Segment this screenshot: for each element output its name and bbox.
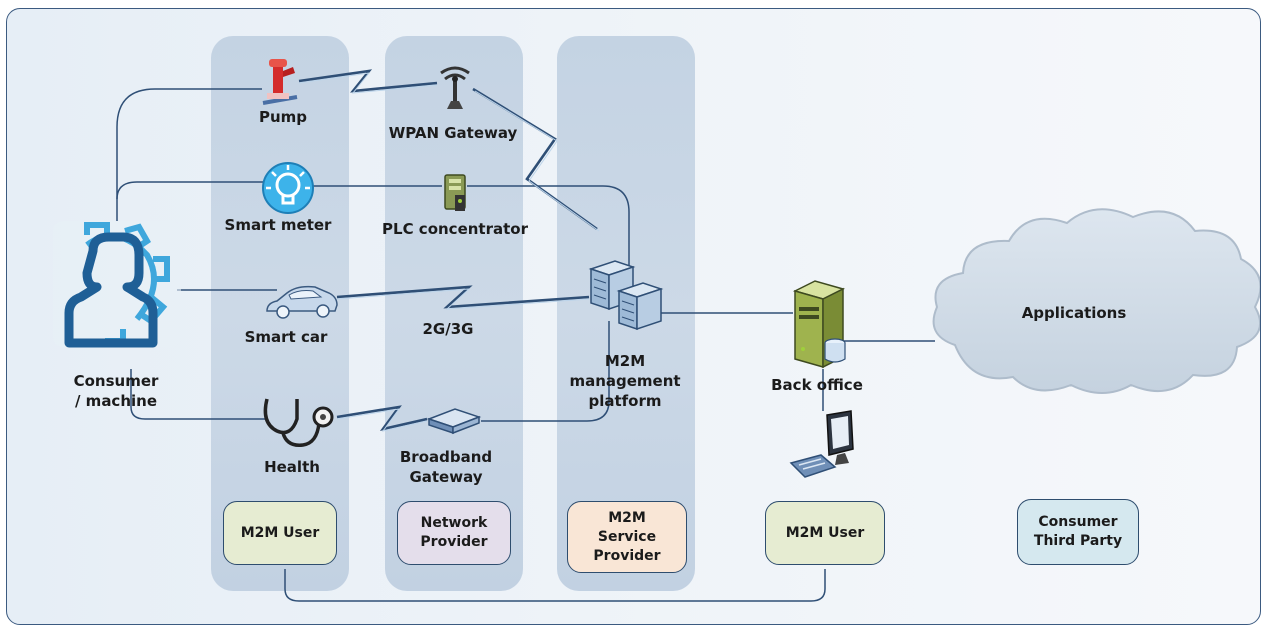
plc-platform-line (467, 185, 630, 267)
wpan-gateway-icon (440, 66, 470, 109)
smart-meter-label: Smart meter (224, 216, 332, 234)
computer-terminal-icon (789, 410, 854, 478)
wpan-platform-wireless (472, 87, 598, 231)
pump-icon (262, 59, 298, 105)
plc-concentrator-icon (444, 174, 466, 211)
diagram-frame: Consumer / machine Pump WPAN Gateway Sma… (6, 8, 1261, 625)
applications-label: Applications (1021, 304, 1127, 322)
m2m-user-right-box: M2M User (765, 501, 885, 565)
consumer-machine-label: Consumer / machine (73, 372, 159, 410)
broadband-gateway-label: Broadband Gateway (399, 448, 493, 486)
pump-wpan-wireless (298, 69, 438, 93)
user-link-line (284, 569, 826, 602)
car-platform-wireless (336, 285, 590, 309)
connection-lines (116, 69, 935, 602)
cellular-label: 2G/3G (422, 320, 474, 338)
plc-concentrator-label: PLC concentrator (382, 220, 528, 238)
broadband-platform-line (481, 321, 610, 422)
person-icon (64, 232, 158, 348)
consumer-meter-line (116, 181, 265, 200)
m2m-platform-label: M2M management platform (569, 352, 681, 410)
database-icon (824, 338, 846, 363)
broadband-gateway-icon (426, 408, 482, 435)
back-office-server-icon (792, 280, 846, 369)
smart-meter-icon (262, 162, 314, 214)
network-provider-box: Network Provider (397, 501, 511, 565)
smart-car-label: Smart car (244, 328, 328, 346)
consumer-pump-line (116, 88, 262, 221)
service-provider-box: M2M Service Provider (567, 501, 687, 573)
pump-label: Pump (258, 108, 308, 126)
health-broadband-wireless (336, 405, 428, 432)
consumer-health-line (130, 369, 265, 420)
smart-car-icon (266, 285, 338, 319)
consumer-third-party-box: Consumer Third Party (1017, 499, 1139, 565)
m2m-platform-server-icon (588, 260, 664, 331)
consumer-machine-icon (53, 221, 181, 348)
health-label: Health (264, 458, 320, 476)
stethoscope-icon (263, 398, 334, 447)
wpan-gateway-label: WPAN Gateway (388, 124, 518, 142)
applications-cloud-icon (932, 208, 1260, 394)
network-provider-column (385, 36, 523, 591)
m2m-user-left-box: M2M User (223, 501, 337, 565)
back-office-label: Back office (771, 376, 863, 394)
